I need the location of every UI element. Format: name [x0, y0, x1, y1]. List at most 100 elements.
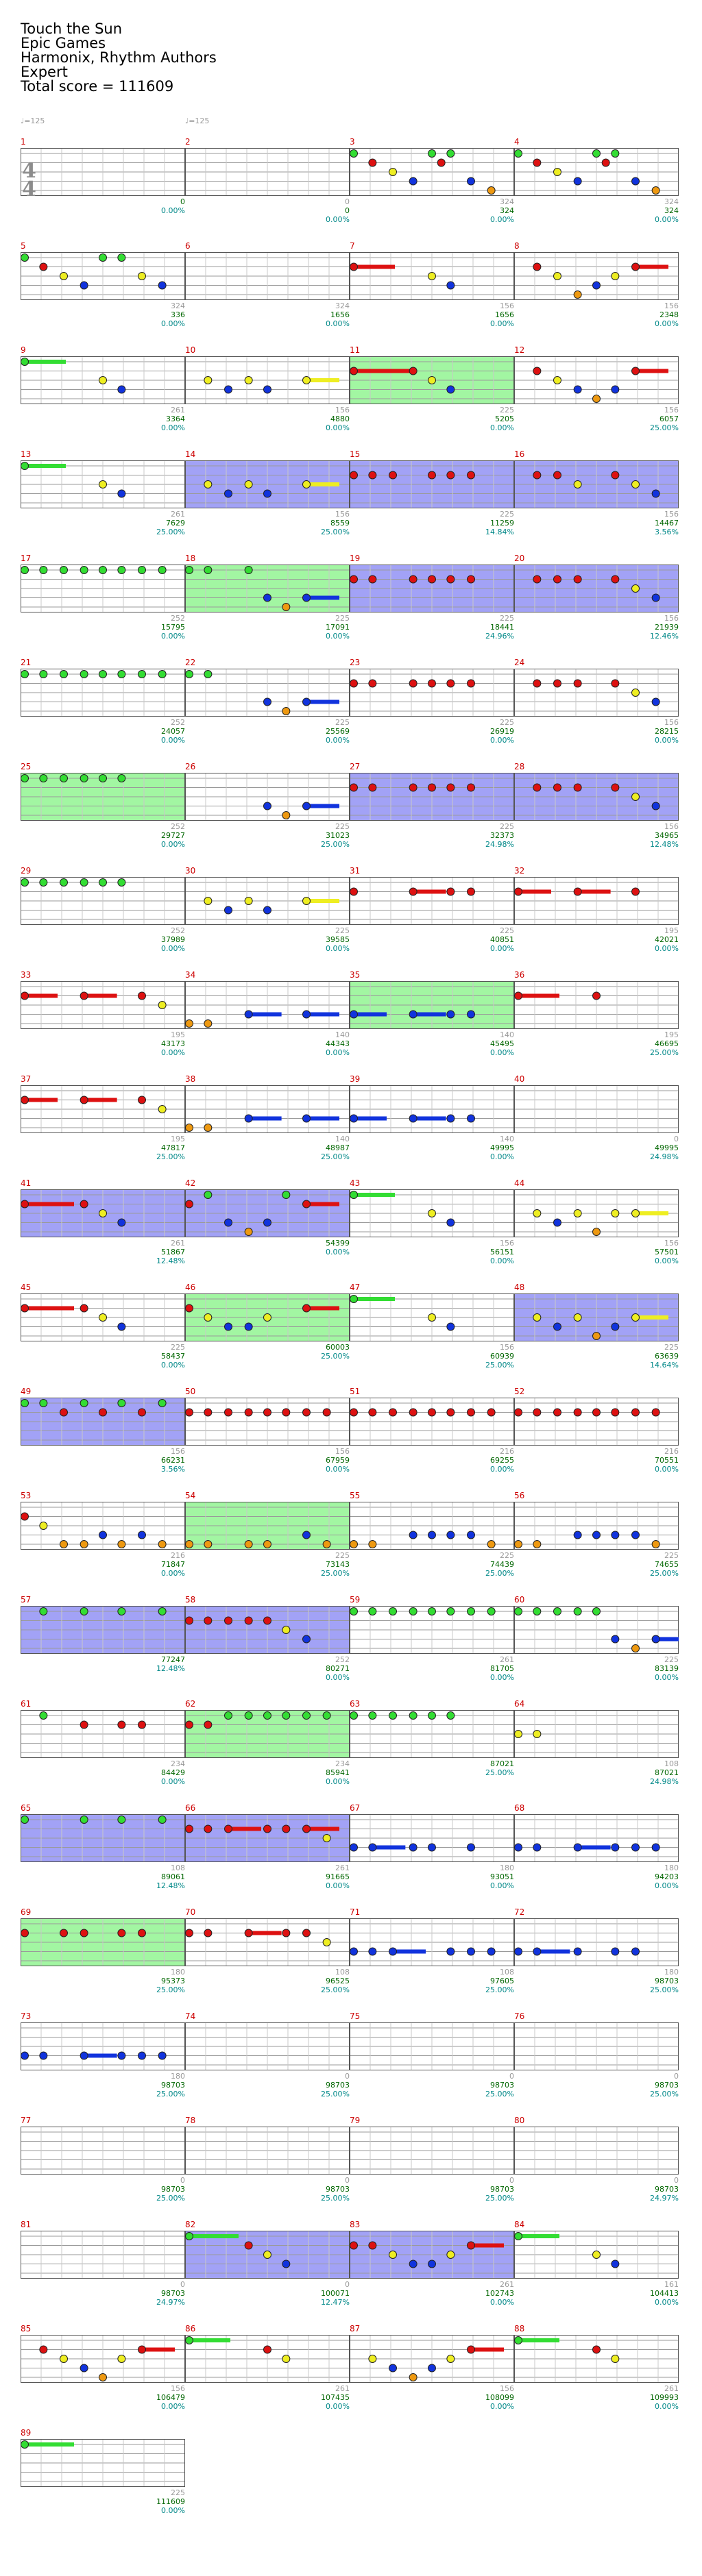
- note-gem: [224, 1218, 232, 1227]
- song-difficulty: Expert: [21, 64, 68, 80]
- measure-note-score: 108: [171, 1863, 185, 1872]
- measure-staff: [350, 2127, 514, 2175]
- measure-overdrive-percent: 0.00%: [326, 944, 350, 953]
- measure-note-score: 324: [335, 301, 350, 310]
- measure-number: 74: [185, 2011, 196, 2021]
- note-sustain: [354, 264, 395, 269]
- note-sustain: [393, 1949, 426, 1954]
- measure-staff: [21, 1918, 185, 1966]
- note-sustain: [306, 482, 339, 486]
- measure-staff: [350, 1085, 514, 1133]
- staff-svg: [350, 2231, 514, 2279]
- measure-running-score: 18441: [490, 623, 514, 632]
- note-gem: [631, 177, 640, 186]
- measure-overdrive-percent: 0.00%: [161, 1361, 185, 1370]
- measure-overdrive-percent: 0.00%: [161, 736, 185, 745]
- measure-running-score: 98703: [161, 2081, 185, 2090]
- note-gem: [21, 566, 29, 574]
- measure-staff: [21, 1293, 185, 1341]
- note-gem: [158, 1607, 167, 1615]
- measure-running-score: 29727: [161, 831, 185, 840]
- measure-overdrive-percent: 25.00%: [485, 1569, 514, 1578]
- note-gem: [322, 1834, 331, 1842]
- measure-number: 55: [350, 1491, 361, 1500]
- measure-note-score: 0: [509, 2072, 514, 2081]
- note-gem: [138, 1720, 146, 1729]
- note-gem: [204, 376, 213, 384]
- note-gem: [117, 2355, 126, 2363]
- measure-number: 68: [514, 1803, 525, 1813]
- measure-running-score: 34965: [655, 831, 679, 840]
- note-gem: [428, 1843, 436, 1852]
- measure-running-score: 56151: [490, 1248, 514, 1256]
- measure-overdrive-percent: 0.00%: [161, 319, 185, 328]
- note-sustain: [228, 1826, 261, 1831]
- note-gem: [611, 1843, 620, 1852]
- measure-number: 83: [350, 2220, 361, 2229]
- measure-staff: [185, 148, 350, 196]
- measure-staff: [350, 356, 514, 404]
- measure-number: 20: [514, 554, 525, 563]
- note-gem: [467, 679, 475, 688]
- note-gem: [651, 489, 660, 498]
- measure-overdrive-percent: 24.96%: [485, 632, 514, 641]
- note-gem: [21, 462, 29, 470]
- note-gem: [446, 1010, 455, 1019]
- note-gem: [80, 1929, 88, 1937]
- note-gem: [446, 1947, 455, 1956]
- tempo-marker: ♩=125: [185, 116, 210, 125]
- staff-svg: [21, 1918, 185, 1966]
- note-gem: [651, 1408, 660, 1417]
- note-gem: [553, 1322, 561, 1331]
- measure-note-score: 156: [500, 1343, 514, 1352]
- note-gem: [573, 1947, 582, 1956]
- note-sustain: [354, 369, 411, 373]
- measure-number: 36: [514, 970, 525, 980]
- measure-running-score: 49995: [655, 1143, 679, 1152]
- staff-svg: [185, 1293, 350, 1341]
- note-gem: [446, 2355, 455, 2363]
- note-gem: [158, 281, 167, 290]
- measure-staff: [21, 1710, 185, 1758]
- measure-running-score: 26919: [490, 727, 514, 736]
- note-gem: [553, 783, 561, 792]
- note-gem: [138, 1531, 146, 1539]
- note-gem: [99, 376, 107, 384]
- note-gem: [533, 575, 542, 584]
- staff-svg: [514, 356, 679, 404]
- note-gem: [428, 679, 436, 688]
- note-gem: [21, 1304, 29, 1313]
- measure-overdrive-percent: 0.00%: [326, 423, 350, 432]
- note-gem: [446, 679, 455, 688]
- note-gem: [60, 774, 68, 782]
- measure-running-score: 45495: [490, 1039, 514, 1048]
- measure-note-score: 108: [500, 1968, 514, 1977]
- measure-note-score: 261: [171, 406, 185, 414]
- note-sustain: [248, 1931, 282, 1935]
- note-gem: [117, 566, 126, 574]
- note-gem: [651, 593, 660, 602]
- measure-staff: [21, 356, 185, 404]
- note-gem: [263, 1616, 271, 1625]
